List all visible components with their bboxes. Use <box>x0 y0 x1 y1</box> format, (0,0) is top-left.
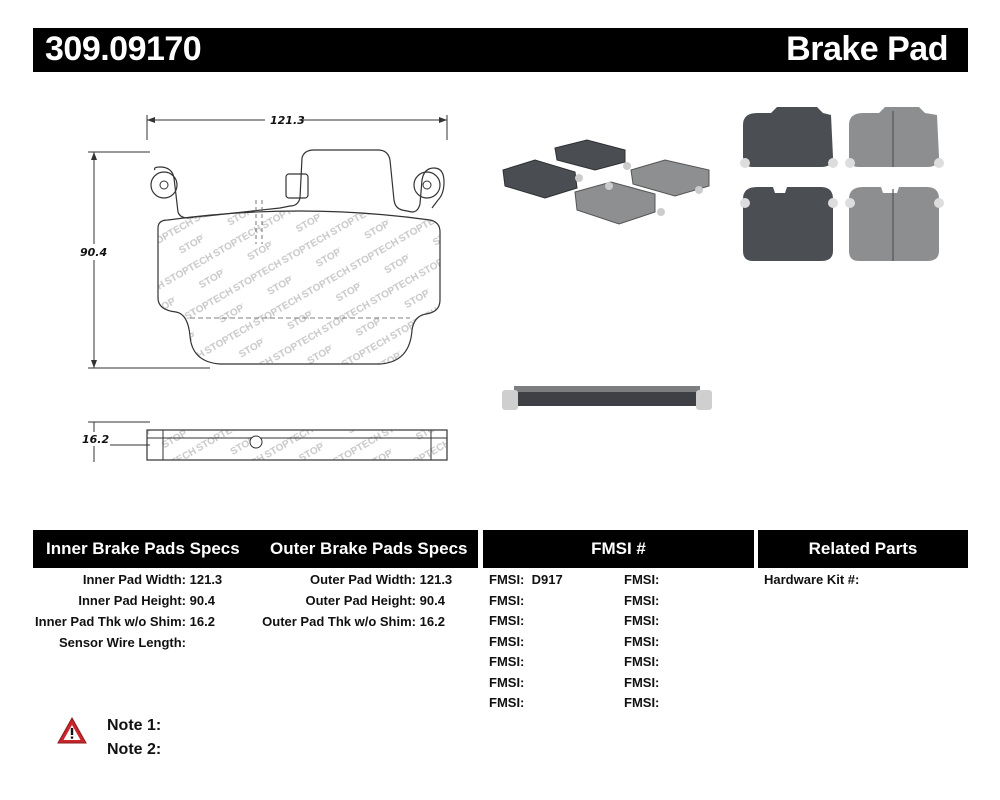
outer-width-value: 121.3 <box>419 572 453 587</box>
width-dimension-label: 121.3 <box>270 114 305 127</box>
pad-faces-photo <box>740 107 944 261</box>
fmsi-row: FMSI: D917 <box>489 572 563 587</box>
outer-specs-list: Outer Pad Width: 121.3 Outer Pad Height:… <box>262 572 478 635</box>
fmsi-left-column: FMSI: D917 FMSI: FMSI: FMSI: FMSI: FMSI:… <box>489 572 619 716</box>
thickness-dimension-label: 16.2 <box>82 433 110 446</box>
outer-width-row: Outer Pad Width: 121.3 <box>309 572 453 587</box>
fmsi-row: FMSI: <box>489 592 525 608</box>
inner-thickness-row: Inner Pad Thk w/o Shim: 16.2 <box>35 614 215 629</box>
fmsi-row: FMSI: <box>489 633 525 649</box>
fmsi-row: FMSI: <box>624 633 660 649</box>
warning-icon <box>57 716 87 744</box>
outer-height-value: 90.4 <box>419 593 445 608</box>
outer-height-row: Outer Pad Height: 90.4 <box>305 593 445 608</box>
inner-thickness-value: 16.2 <box>189 614 215 629</box>
hardware-kit-label: Hardware Kit #: <box>764 572 860 587</box>
fmsi-right-column: FMSI: FMSI: FMSI: FMSI: FMSI: FMSI: FMSI… <box>624 572 749 716</box>
related-parts-header: Related Parts <box>758 530 968 568</box>
inner-specs-list: Inner Pad Width: 121.3 Inner Pad Height:… <box>33 572 263 656</box>
inner-width-value: 121.3 <box>189 572 223 587</box>
height-dimension-label: 90.4 <box>80 246 108 259</box>
sensor-wire-row: Sensor Wire Length: <box>58 635 186 650</box>
fmsi-row: FMSI: <box>489 654 525 669</box>
note-2: Note 2: <box>107 741 162 758</box>
inner-width-row: Inner Pad Width: 121.3 <box>82 572 223 587</box>
fmsi-row: FMSI: <box>489 674 525 690</box>
fmsi-row: FMSI: <box>624 695 660 710</box>
title-bar: 309.09170 Brake Pad <box>33 28 968 72</box>
inner-specs-title: Inner Brake Pads Specs <box>46 539 240 558</box>
outer-thickness-value: 16.2 <box>419 614 445 629</box>
pad-technical-drawing: STOPTECH STOPTECH <box>78 112 448 462</box>
fmsi-row: FMSI: <box>489 613 525 628</box>
pad-set-photo <box>502 139 710 225</box>
fmsi-row: FMSI: <box>624 654 660 669</box>
specs-header: Inner Brake Pads Specs Outer Brake Pads … <box>33 530 478 568</box>
inner-height-value: 90.4 <box>189 593 215 608</box>
fmsi-header: FMSI # <box>483 530 754 568</box>
fmsi-row: FMSI: <box>489 695 525 710</box>
inner-height-row: Inner Pad Height: 90.4 <box>78 593 215 608</box>
fmsi-row: FMSI: <box>624 674 660 690</box>
outer-specs-title: Outer Brake Pads Specs <box>270 539 468 558</box>
product-type: Brake Pad <box>786 30 948 68</box>
outer-thickness-row: Outer Pad Thk w/o Shim: 16.2 <box>262 614 445 629</box>
fmsi-row: FMSI: <box>624 613 660 628</box>
fmsi-row: FMSI: <box>624 572 660 587</box>
note-1: Note 1: <box>107 717 162 734</box>
pad-profile-photo <box>502 386 712 410</box>
part-number: 309.09170 <box>45 30 202 68</box>
fmsi-row: FMSI: <box>624 592 660 608</box>
fmsi-value: D917 <box>531 572 563 587</box>
